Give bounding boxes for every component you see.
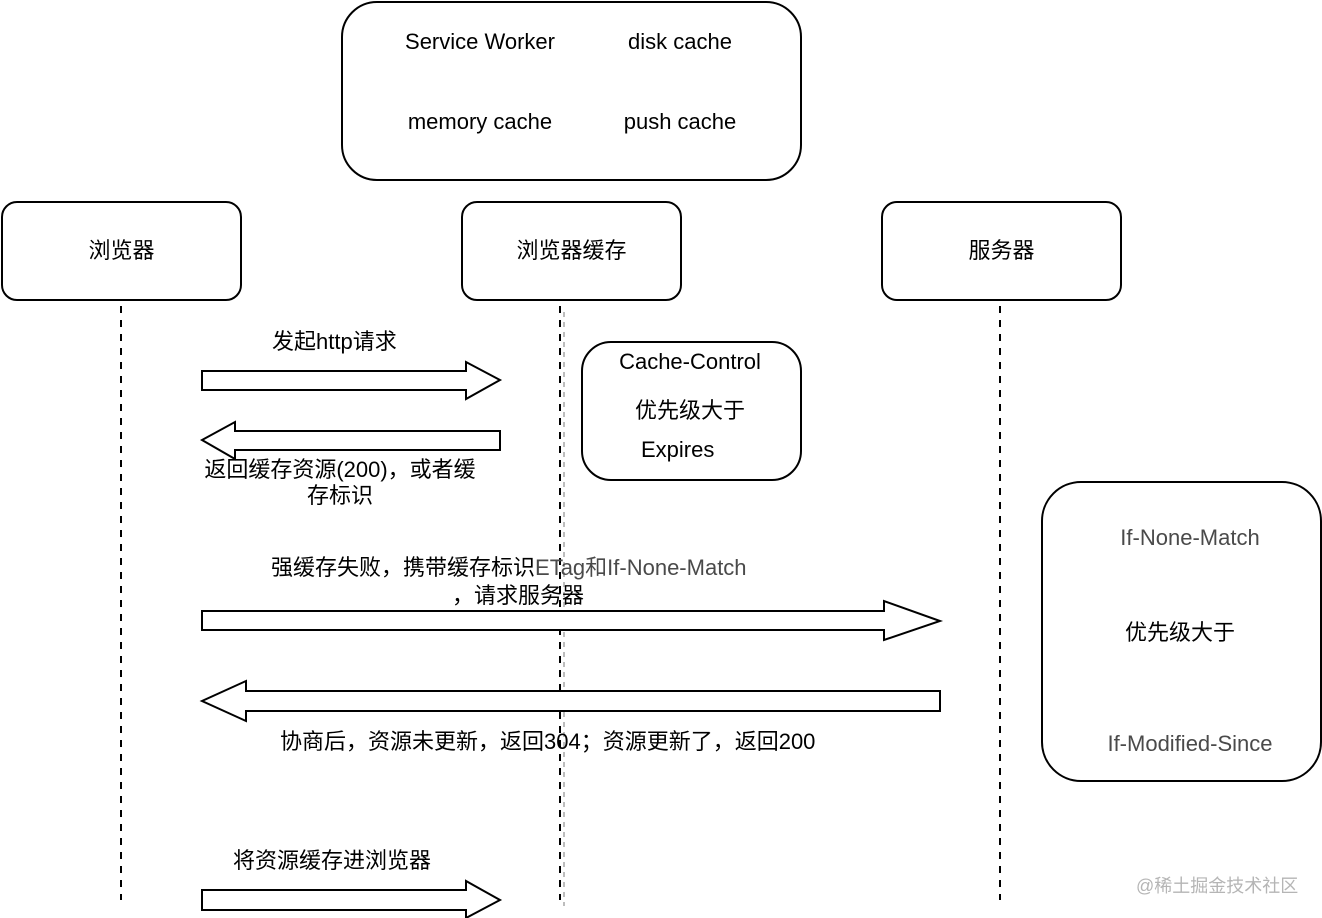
label-service-worker: Service Worker: [405, 29, 555, 54]
participant-browser-cache-label: 浏览器缓存: [516, 238, 627, 263]
participant-server-label: 服务器: [968, 238, 1035, 263]
watermark: @稀土掘金技术社区: [1136, 876, 1299, 896]
strong-cache-note-line2: 优先级大于: [634, 398, 745, 423]
label-push-cache: push cache: [623, 109, 737, 134]
arrow-store-to-cache: [201, 879, 503, 918]
message-label-http-request: 发起http请求: [272, 329, 397, 354]
message-label-server-request-line1: 强缓存失败，携带缓存标识ETag和If-None-Match: [271, 555, 747, 581]
strong-cache-note-line1: Cache-Control: [619, 349, 761, 374]
participant-server: 服务器: [881, 201, 1122, 301]
message-label-server-request-headers: ETag和If-None-Match: [535, 555, 747, 580]
message-label-server-request-line2: ，请求服务器: [452, 583, 585, 608]
arrow-request-to-server: [201, 599, 944, 642]
cache-order-box: [341, 1, 802, 181]
message-label-server-response: 协商后，资源未更新，返回304；资源更新了，返回200: [280, 729, 816, 754]
arrow-request-to-cache: [201, 360, 503, 401]
message-label-store-to-cache: 将资源缓存进浏览器: [233, 848, 432, 873]
strong-cache-note: [581, 341, 802, 481]
negotiation-note-line3: If-Modified-Since: [1107, 731, 1273, 756]
message-label-server-request-text: 强缓存失败，携带缓存标识: [271, 555, 536, 580]
label-memory-cache: memory cache: [407, 109, 553, 134]
negotiation-cache-note: [1041, 481, 1322, 782]
arrow-cache-return-to-browser: [199, 420, 501, 461]
message-label-cache-return-line2: 存标识: [306, 483, 373, 508]
arrow-server-response-to-browser: [199, 679, 941, 723]
participant-browser: 浏览器: [1, 201, 242, 301]
message-label-cache-return-line1: 返回缓存资源(200)，或者缓: [204, 457, 476, 482]
negotiation-note-line1: If-None-Match: [1120, 525, 1260, 550]
participant-browser-cache: 浏览器缓存: [461, 201, 682, 301]
strong-cache-note-line3: Expires: [641, 437, 715, 462]
label-disk-cache: disk cache: [628, 29, 732, 54]
negotiation-note-line2: 优先级大于: [1124, 620, 1235, 645]
participant-browser-label: 浏览器: [88, 238, 155, 263]
